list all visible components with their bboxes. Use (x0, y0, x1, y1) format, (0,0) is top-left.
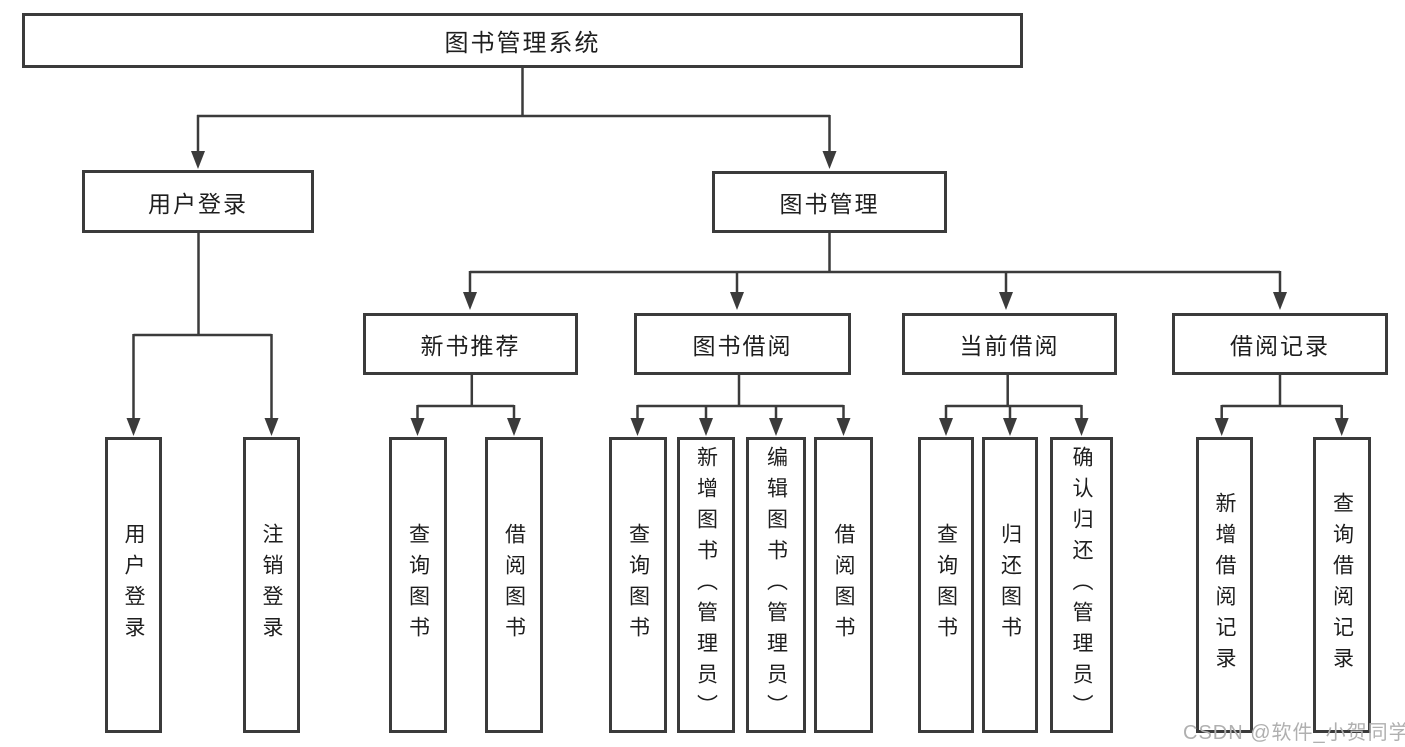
leaf-add-book-admin: 新增图书（管理员） (677, 437, 735, 733)
node-book-management: 图书管理 (712, 171, 947, 233)
leaf-user-login-label: 用户登录 (122, 523, 145, 647)
leaf-query-borrow-record-label: 查询借阅记录 (1330, 492, 1354, 678)
node-current-borrowing: 当前借阅 (902, 313, 1117, 375)
arrowhead-icon (1074, 418, 1089, 436)
arrowhead-icon (264, 418, 279, 436)
connector-bookborrowing-to-leaves (636, 375, 845, 420)
arrowhead-icon (939, 418, 953, 436)
leaf-logout-label: 注销登录 (260, 523, 283, 647)
leaf-query-books-current-label: 查询图书 (934, 523, 958, 647)
arrowhead-icon (410, 418, 425, 436)
leaf-query-books-borrowing-label: 查询图书 (626, 523, 650, 647)
arrowhead-icon (507, 418, 521, 436)
node-borrowing-records: 借阅记录 (1172, 313, 1388, 375)
connector-management-to-level3 (468, 233, 1282, 293)
leaf-add-borrow-record: 新增借阅记录 (1196, 437, 1253, 733)
arrowhead-icon (630, 418, 645, 436)
leaf-query-books-current: 查询图书 (918, 437, 974, 733)
arrowhead-icon (999, 292, 1013, 310)
connector-currentborrowing-to-leaves (944, 375, 1083, 420)
arrowhead-icon (126, 418, 141, 436)
leaf-confirm-return-admin-label: 确认归还（管理员） (1070, 445, 1093, 725)
arrowhead-icon (191, 151, 205, 169)
connector-lines (132, 68, 1343, 420)
arrowhead-icon (836, 418, 851, 436)
connector-login-to-leaves (132, 233, 273, 419)
node-new-book-recommend: 新书推荐 (363, 313, 578, 375)
leaf-borrow-books-newbooks-label: 借阅图书 (502, 523, 526, 647)
leaf-edit-book-admin: 编辑图书（管理员） (746, 437, 806, 733)
connector-newbooks-to-leaves (416, 375, 516, 420)
node-user-login: 用户登录 (82, 170, 314, 233)
leaf-user-login: 用户登录 (105, 437, 162, 733)
leaf-borrow-books-newbooks: 借阅图书 (485, 437, 543, 733)
arrowhead-icon (1334, 418, 1349, 436)
leaf-confirm-return-admin: 确认归还（管理员） (1050, 437, 1113, 733)
node-root: 图书管理系统 (22, 13, 1023, 68)
arrowhead-icon (1003, 418, 1017, 436)
leaf-query-borrow-record: 查询借阅记录 (1313, 437, 1371, 733)
arrowhead-icon (1273, 292, 1287, 310)
leaf-edit-book-admin-label: 编辑图书（管理员） (764, 445, 788, 725)
arrowheads (126, 151, 1349, 436)
arrowhead-icon (1214, 418, 1229, 436)
arrowhead-icon (769, 418, 783, 436)
arrowhead-icon (822, 151, 837, 169)
leaf-query-books-newbooks-label: 查询图书 (406, 523, 430, 647)
leaf-query-books-newbooks: 查询图书 (389, 437, 447, 733)
leaf-query-books-borrowing: 查询图书 (609, 437, 667, 733)
leaf-return-book-label: 归还图书 (998, 523, 1022, 647)
node-book-borrowing: 图书借阅 (634, 313, 851, 375)
leaf-borrow-books-borrowing-label: 借阅图书 (832, 523, 855, 647)
arrowhead-icon (730, 292, 744, 310)
leaf-return-book: 归还图书 (982, 437, 1038, 733)
leaf-logout: 注销登录 (243, 437, 300, 733)
leaf-borrow-books-borrowing: 借阅图书 (814, 437, 873, 733)
connector-root-to-level2 (196, 68, 831, 152)
connector-records-to-leaves (1220, 375, 1343, 420)
watermark: CSDN @软件_小贺同学 (1183, 722, 1405, 744)
arrowhead-icon (699, 418, 713, 436)
leaf-add-borrow-record-label: 新增借阅记录 (1213, 492, 1236, 678)
leaf-add-book-admin-label: 新增图书（管理员） (694, 445, 718, 725)
arrowhead-icon (463, 292, 477, 310)
